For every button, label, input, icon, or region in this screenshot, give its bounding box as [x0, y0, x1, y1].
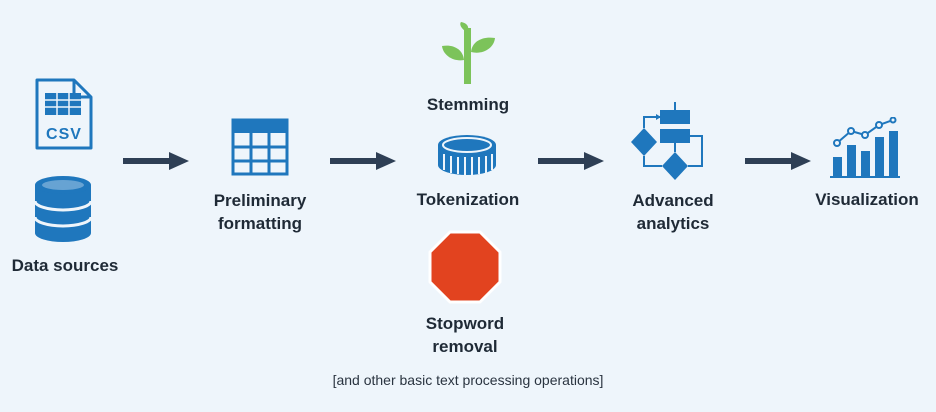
preliminary-formatting-line2: formatting [217, 214, 303, 233]
bar-line-chart-icon [830, 117, 900, 178]
stemming-label: Stemming [426, 95, 510, 114]
stopword-removal-line2: removal [432, 337, 498, 356]
stop-sign-icon [428, 230, 502, 304]
preliminary-formatting-label: Preliminary formatting [195, 189, 325, 235]
sprout-icon [442, 22, 495, 84]
advanced-analytics-line2: analytics [636, 214, 710, 233]
flowchart-icon [631, 102, 703, 180]
stopword-removal-line1: Stopword [425, 314, 505, 333]
flow-arrow-2 [330, 152, 396, 170]
tokenization-label: Tokenization [416, 190, 520, 209]
table-grid-icon [231, 118, 289, 176]
stopword-removal-label: Stopword removal [400, 312, 530, 358]
preliminary-formatting-line1: Preliminary [213, 191, 307, 210]
footnote: [and other basic text processing operati… [332, 372, 604, 388]
advanced-analytics-label: Advanced analytics [608, 189, 738, 235]
coin-stack-icon [438, 135, 496, 175]
visualization-label: Visualization [815, 190, 919, 209]
flow-arrow-4 [745, 152, 811, 170]
csv-file-icon: CSV [35, 78, 93, 150]
advanced-analytics-line1: Advanced [632, 191, 714, 210]
csv-text: CSV [46, 126, 82, 143]
data-sources-label: Data sources [11, 256, 119, 275]
database-icon [33, 176, 93, 242]
flow-arrow-1 [123, 152, 189, 170]
flow-arrow-3 [538, 152, 604, 170]
